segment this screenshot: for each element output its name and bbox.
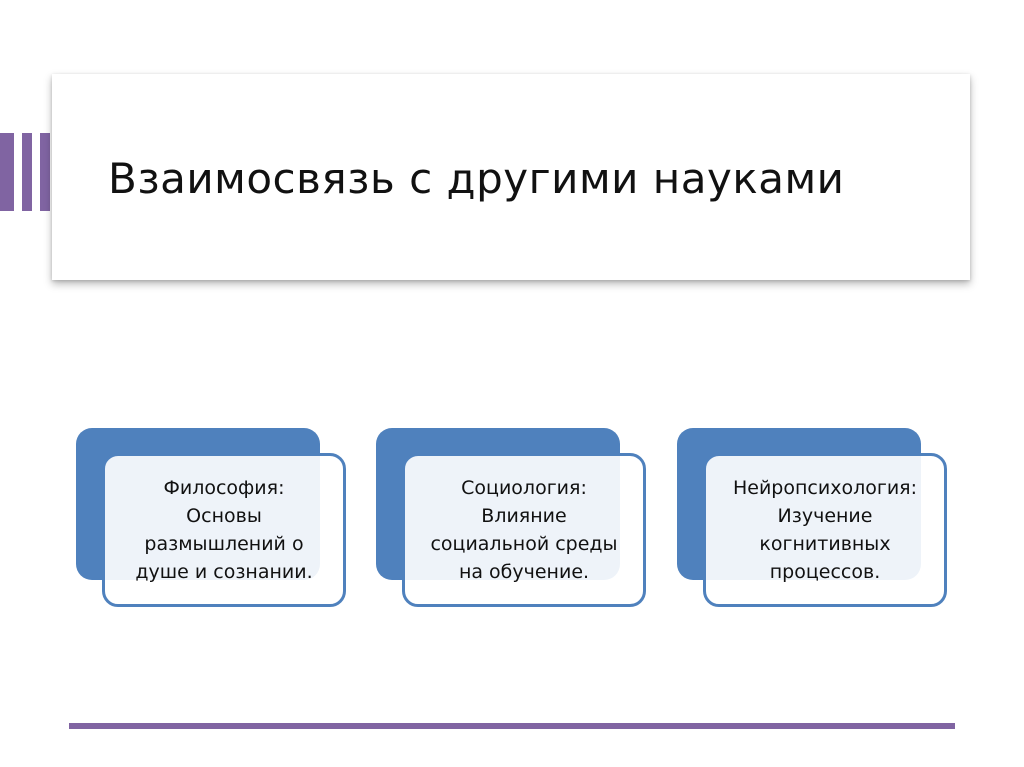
diagram-block-sociology: Социология: Влияние социальной среды на … xyxy=(376,428,652,612)
decorative-bar xyxy=(22,133,32,211)
title-card xyxy=(52,74,970,280)
bottom-divider xyxy=(69,723,955,729)
block-text: Нейропсихология: Изучение когнитивных пр… xyxy=(732,477,918,583)
block-text: Философия: Основы размышлений о душе и с… xyxy=(135,477,313,583)
block-text: Социология: Влияние социальной среды на … xyxy=(430,477,618,583)
slide-title: Взаимосвязь с другими науками xyxy=(108,154,845,203)
decorative-bar xyxy=(0,133,14,211)
diagram-block-philosophy: Философия: Основы размышлений о душе и с… xyxy=(76,428,352,612)
block-text-box: Социология: Влияние социальной среды на … xyxy=(402,453,646,607)
block-text-box: Нейропсихология: Изучение когнитивных пр… xyxy=(703,453,947,607)
diagram-block-neuropsychology: Нейропсихология: Изучение когнитивных пр… xyxy=(677,428,953,612)
decorative-bar xyxy=(40,133,50,211)
block-text-box: Философия: Основы размышлений о душе и с… xyxy=(102,453,346,607)
